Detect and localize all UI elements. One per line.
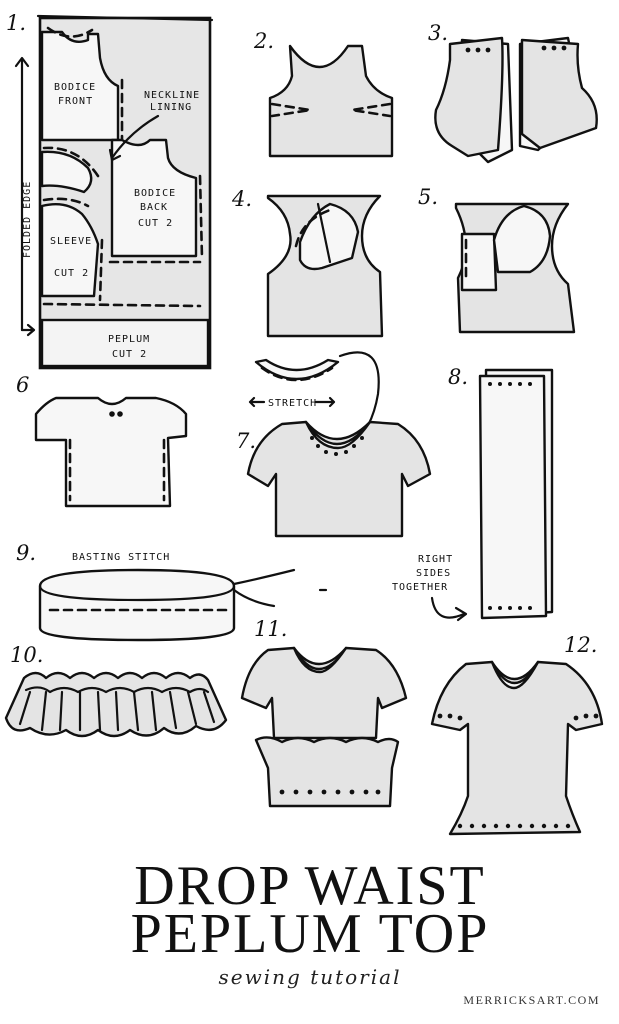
step-4-attach-sleeve: 4. [231, 187, 384, 338]
step-11-attach-peplum: 11. [240, 617, 408, 808]
step-10-number: 10. [10, 643, 43, 667]
title-line-2: PEPLUM TOP [131, 903, 490, 965]
step-12-finished-top: 12. [430, 633, 604, 836]
bodice-back-piece [110, 138, 198, 258]
folded-edge-label: FOLDED EDGE [22, 181, 33, 258]
neckline-pointer-arrow [110, 114, 160, 160]
shirt-top-step11 [240, 646, 408, 740]
neckline-lining-label-line1: NECKLINE [144, 90, 200, 101]
title-line-1: DROP WAIST [134, 855, 485, 917]
subtitle: sewing tutorial [219, 965, 402, 989]
neckline-lining-label-line2: LINING [150, 102, 192, 113]
step-5-sew-sleeve: 5. [418, 185, 576, 334]
peplum-label-line2: CUT 2 [112, 349, 147, 360]
bodice-back-label-line1: BODICE [134, 188, 176, 199]
peplum-label-line1: PEPLUM [108, 334, 150, 345]
bodice-assembled-step6 [34, 396, 188, 508]
bodice-back-label-line2: BACK [140, 202, 168, 213]
step-12-number: 12. [564, 633, 597, 657]
bodice-back-label-line3: CUT 2 [138, 218, 173, 229]
sleeve-attach [298, 202, 360, 271]
step-6-side-seams: 6 [16, 373, 188, 508]
arrow-to-strip [430, 596, 466, 619]
step-11-number: 11. [254, 617, 287, 641]
bodice-back-pieces [434, 36, 504, 158]
bodice-front-with-darts [268, 44, 394, 158]
step-3-number: 3. [428, 21, 448, 45]
peplum-piece [40, 318, 210, 368]
step-2-darts: 2. [253, 29, 394, 158]
sleeve-piece [40, 203, 100, 298]
step-5-number: 5. [418, 185, 438, 209]
peplum-folded-strip [478, 374, 548, 620]
step-7-neckline: 7. STRETCH [236, 351, 432, 538]
step-1-pattern-layout: 1. FOLDED EDGE BODICE FRONT NECKLINE LIN… [6, 11, 214, 370]
right-sides-together-line3: TOGETHER [392, 582, 448, 593]
step-2-number: 2. [253, 29, 274, 53]
step-7-number: 7. [236, 429, 256, 453]
peplum-loop [38, 568, 236, 642]
neckline-lining-piece-stretched [254, 358, 340, 381]
stretch-label: STRETCH [268, 398, 317, 409]
step-1-number: 1. [6, 11, 26, 35]
sleeve-label-line2: CUT 2 [54, 268, 89, 279]
peplum-attach-step11 [254, 736, 400, 808]
bodice-front-label-line1: BODICE [54, 82, 96, 93]
step-10-gathered-peplum: 10. [4, 643, 228, 738]
title-block: DROP WAIST PEPLUM TOP sewing tutorial ME… [131, 855, 600, 1007]
step-3-shoulder-seams: 3. [428, 21, 598, 164]
website-credit: MERRICKSART.COM [463, 993, 600, 1007]
step-8-number: 8. [448, 365, 468, 389]
neckline-lining-piece [40, 150, 93, 194]
basting-stitch-label: BASTING STITCH [72, 552, 170, 563]
right-sides-together-line1: RIGHT [418, 554, 453, 565]
shirt-with-neckline [246, 420, 432, 538]
step-8-peplum-strip: 8. RIGHT SIDES TOGETHER [392, 365, 554, 622]
step-9-basting-stitch: 9. BASTING STITCH [16, 541, 328, 642]
step-6-number: 6 [16, 373, 29, 397]
bodice-front-label-line2: FRONT [58, 96, 93, 107]
bodice-front-piece [40, 30, 120, 142]
step-4-number: 4. [231, 187, 252, 211]
sleeve-label-line1: SLEEVE [50, 236, 92, 247]
step-9-number: 9. [16, 541, 36, 565]
right-sides-together-line2: SIDES [416, 568, 451, 579]
